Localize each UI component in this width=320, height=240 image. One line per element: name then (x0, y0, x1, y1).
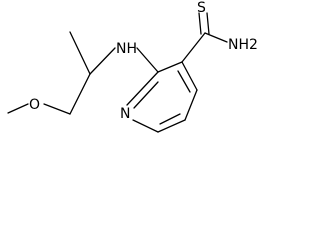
bond-ch3-o (7, 103, 29, 114)
atom-label-nh2: NH2 (228, 37, 258, 53)
atom-label-s: S (197, 0, 206, 16)
bond-o-ch2 (43, 103, 71, 115)
bond-ch-methyl (69, 31, 91, 75)
structure-canvas: S NH2 NH N O (7, 0, 258, 133)
atom-label-nh: NH (116, 41, 137, 57)
bond-ring-c4-c5 (184, 89, 198, 121)
atom-label-o: O (29, 97, 40, 113)
bond-ring-c3-c4-inner (177, 70, 191, 93)
bond-ring-c6-n (132, 119, 159, 133)
bond-c3-thiocarbonyl (181, 32, 206, 63)
bond-ring-c3-c4 (181, 61, 198, 91)
bond-c-s-double-b (206, 12, 210, 35)
bond-c-nh2 (204, 32, 228, 43)
bond-ch2-ch (69, 73, 91, 115)
bond-ring-c2-c3 (157, 61, 183, 73)
atom-label-ring-n: N (120, 106, 130, 122)
molecule-structure: S NH2 NH N O (7, 0, 258, 133)
bond-ring-n-c2-inner (133, 81, 159, 109)
bond-nh-ring (136, 47, 159, 73)
bond-ring-c5-c6-inner (159, 113, 181, 125)
bonds (7, 12, 228, 133)
bond-ring-n-c2 (126, 71, 159, 106)
bond-ring-c5-c6 (157, 119, 186, 133)
atom-labels: S NH2 NH N O (29, 0, 258, 122)
bond-ch-nh (89, 47, 116, 75)
bond-c-s-double-a (198, 12, 202, 35)
